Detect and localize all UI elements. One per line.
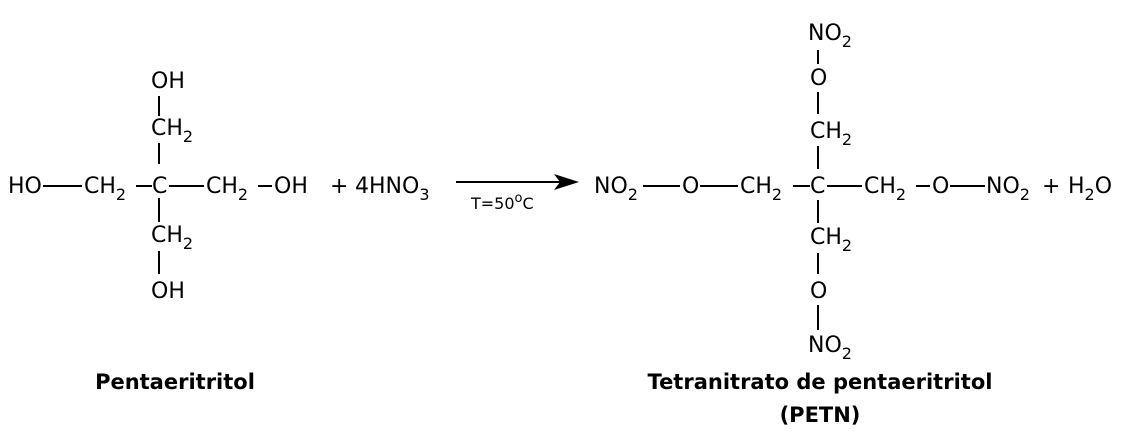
reaction-condition: T=50oC — [470, 191, 534, 213]
reactant-left-ch2: CH2 — [84, 174, 126, 204]
reactant-top-oh: OH — [151, 69, 185, 94]
reactant-bottom-oh: OH — [151, 279, 185, 304]
product-left-ch2: CH2 — [740, 174, 782, 204]
product-top-no2: NO2 — [808, 21, 852, 51]
reactant-top-ch2: CH2 — [151, 116, 193, 146]
product-bottom-ch2: CH2 — [810, 225, 852, 255]
product-left-oxygen: O — [682, 174, 699, 199]
product-top-ch2: CH2 — [810, 119, 852, 149]
product-bottom-no2: NO2 — [808, 333, 852, 363]
product-central-carbon: C — [810, 174, 825, 199]
reaction-arrow-head — [554, 174, 579, 190]
product-name-caption: Tetranitrato de pentaeritritol — [648, 370, 993, 394]
reactant-structure: OH CH2 HO CH2 C CH2 OH CH2 OH — [8, 69, 308, 304]
reagent-nitric-acid: 4HNO3 — [355, 174, 430, 204]
product-right-ch2: CH2 — [864, 174, 906, 204]
reactant-bottom-ch2: CH2 — [151, 223, 193, 253]
plus-sign-water: + — [1042, 174, 1060, 199]
product-left-no2: NO2 — [594, 174, 638, 204]
reactant-central-carbon: C — [152, 174, 167, 199]
reactant-right-oh: OH — [274, 174, 308, 199]
product-right-no2: NO2 — [986, 174, 1030, 204]
product-top-oxygen: O — [810, 66, 827, 91]
plus-sign-reagent: + — [330, 174, 348, 199]
water-formula: H2O — [1068, 174, 1112, 204]
reactant-name-caption: Pentaeritritol — [95, 370, 255, 394]
reactant-left-ho: HO — [8, 174, 42, 199]
reagent-group: + 4HNO3 T=50oC — [330, 174, 579, 213]
reactant-right-ch2: CH2 — [206, 174, 248, 204]
product-abbreviation-caption: (PETN) — [780, 403, 861, 427]
product-structure: NO2 O CH2 NO2 O CH2 C CH2 O NO2 CH2 O NO… — [594, 21, 1030, 363]
product-bottom-oxygen: O — [810, 279, 827, 304]
product-right-oxygen: O — [932, 174, 949, 199]
byproduct-group: + H2O — [1042, 174, 1112, 204]
